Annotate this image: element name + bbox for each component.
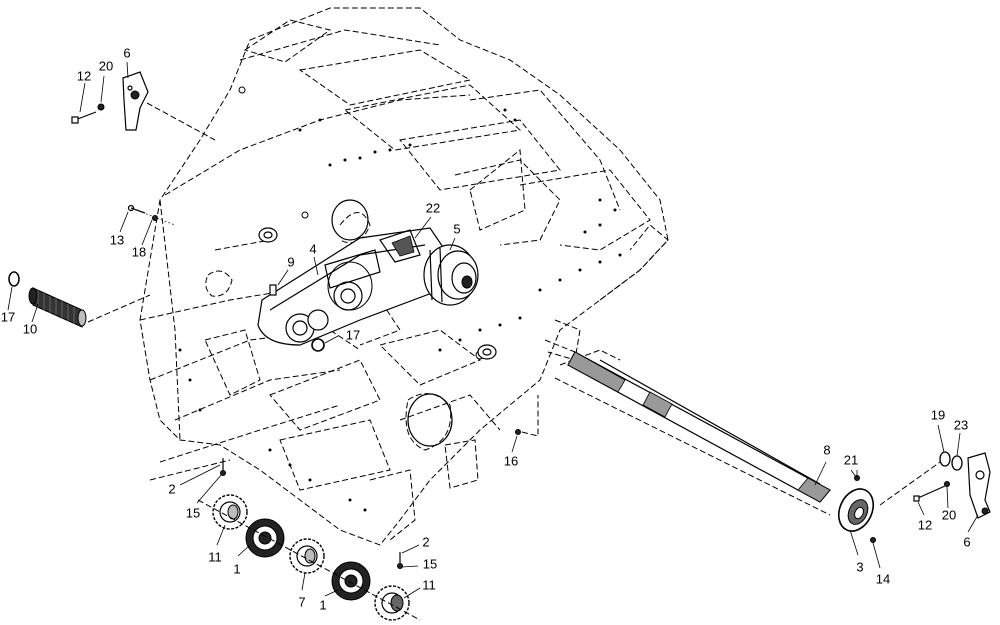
drive-shaft-8	[544, 339, 831, 516]
callout-8: 8	[823, 442, 830, 457]
callout-18: 18	[132, 244, 146, 259]
hub-10-oring-17	[8, 271, 151, 328]
callout-14: 14	[876, 571, 890, 586]
callout-1-upper: 1	[233, 561, 240, 576]
bracket-right-assembly	[913, 451, 991, 519]
leader-lines	[7, 61, 979, 599]
bolt-16	[515, 395, 539, 437]
bracket-left-assembly	[71, 71, 216, 141]
callout-16: 16	[504, 453, 518, 468]
callout-21: 21	[844, 452, 858, 467]
callout-11-upper: 11	[208, 549, 222, 564]
callout-6-left: 6	[123, 45, 130, 60]
frame-housing	[139, 7, 669, 546]
callout-12-left: 12	[77, 68, 91, 83]
frame-bearing-openings	[258, 199, 497, 447]
chain-coupling-1-upper	[245, 518, 285, 558]
callout-23: 23	[954, 417, 968, 432]
callout-2-upper: 2	[168, 481, 175, 496]
sprocket-11-upper	[212, 494, 248, 530]
sprocket-7	[289, 538, 325, 574]
callout-22: 22	[426, 200, 440, 215]
gearbox-assembly	[257, 227, 479, 346]
callout-10: 10	[23, 321, 37, 336]
callout-20-right: 20	[942, 507, 956, 522]
frame-rivets	[178, 86, 622, 512]
callout-20-left: 20	[99, 58, 113, 73]
callout-19: 19	[931, 407, 945, 422]
callout-9: 9	[287, 254, 294, 269]
callout-3: 3	[856, 559, 863, 574]
callout-5: 5	[453, 221, 460, 236]
callout-2-lower: 2	[422, 534, 429, 549]
callout-13: 13	[110, 232, 124, 247]
sprocket-axis-lines	[149, 404, 421, 621]
callout-17-left: 17	[1, 309, 15, 324]
sprocket-11-lower	[374, 585, 410, 621]
oring-17-gearbox	[311, 338, 325, 352]
callout-11-lower: 11	[422, 577, 436, 592]
callout-4: 4	[309, 241, 316, 256]
callout-12-right: 12	[918, 517, 932, 532]
flange-bearing-3	[837, 454, 951, 543]
callout-1-lower: 1	[319, 597, 326, 612]
bolt-13-washer-18	[127, 204, 176, 226]
callout-17-gearbox: 17	[346, 327, 360, 342]
callout-15-upper: 15	[186, 505, 200, 520]
callout-6-right: 6	[963, 534, 970, 549]
callout-7: 7	[298, 594, 305, 609]
callout-labels: 12 20 6 13 18 17 10 22 9 4 5 17 16 2 15 …	[1, 45, 971, 612]
chain-coupling-1-lower	[331, 561, 371, 601]
callout-15-lower: 15	[423, 556, 437, 571]
